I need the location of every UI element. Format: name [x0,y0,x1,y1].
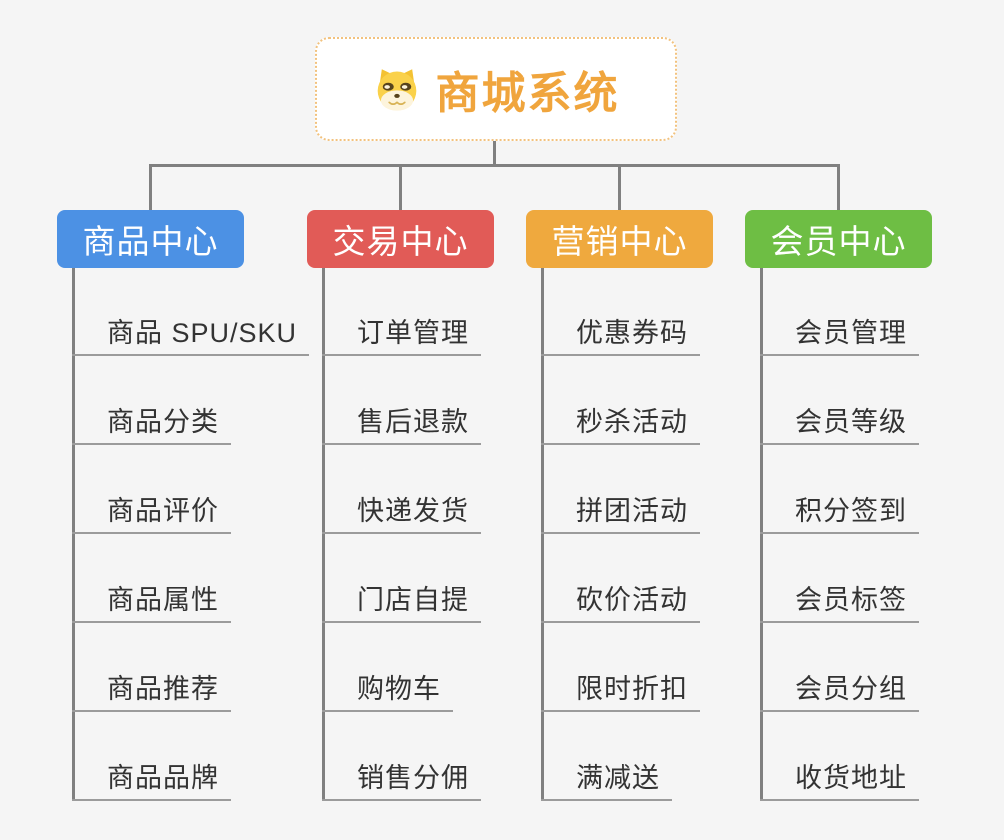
leaf-node[interactable]: 销售分佣 [322,757,481,801]
leaf-node[interactable]: 商品推荐 [72,668,231,712]
branch-node-label: 会员中心 [770,223,907,260]
root-node[interactable]: 商城系统 [315,37,677,141]
leaf-node[interactable]: 门店自提 [322,579,481,623]
leaf-node[interactable]: 限时折扣 [541,668,700,712]
leaf-node[interactable]: 秒杀活动 [541,401,700,445]
leaf-node[interactable]: 拼团活动 [541,490,700,534]
connector-line [837,164,840,210]
branch-node-label: 营销中心 [551,223,688,260]
leaf-node[interactable]: 商品评价 [72,490,231,534]
connector-line [760,268,763,801]
connector-line [399,164,402,210]
leaf-node[interactable]: 优惠券码 [541,312,700,356]
branch-node-product-center[interactable]: 商品中心 [57,210,244,268]
root-node-label: 商城系统 [435,69,620,118]
branch-node-label: 商品中心 [82,223,219,260]
leaf-node[interactable]: 商品属性 [72,579,231,623]
leaf-node[interactable]: 订单管理 [322,312,481,356]
leaf-node[interactable]: 售后退款 [322,401,481,445]
doge-face-icon [377,69,416,111]
leaf-node[interactable]: 会员管理 [760,312,919,356]
leaf-node[interactable]: 会员分组 [760,668,919,712]
leaf-node[interactable]: 商品分类 [72,401,231,445]
connector-line [618,164,621,210]
leaf-node[interactable]: 商品 SPU/SKU [72,312,310,356]
connector-line [492,141,496,167]
connector-line [322,268,325,801]
leaf-node[interactable]: 积分签到 [760,490,919,534]
leaf-node[interactable]: 收货地址 [760,757,919,801]
connector-line [149,164,152,210]
connector-line [149,164,840,167]
branch-node-trade-center[interactable]: 交易中心 [307,210,494,268]
leaf-node[interactable]: 会员标签 [760,579,919,623]
leaf-node[interactable]: 购物车 [322,668,453,712]
leaf-node[interactable]: 会员等级 [760,401,919,445]
leaf-node[interactable]: 商品品牌 [72,757,231,801]
branch-node-label: 交易中心 [332,223,469,260]
connector-line [541,268,544,801]
branch-node-marketing-center[interactable]: 营销中心 [526,210,713,268]
leaf-node[interactable]: 砍价活动 [541,579,700,623]
connector-line [72,268,75,801]
leaf-node[interactable]: 快递发货 [322,490,481,534]
branch-node-member-center[interactable]: 会员中心 [745,210,932,268]
leaf-node[interactable]: 满减送 [541,757,672,801]
